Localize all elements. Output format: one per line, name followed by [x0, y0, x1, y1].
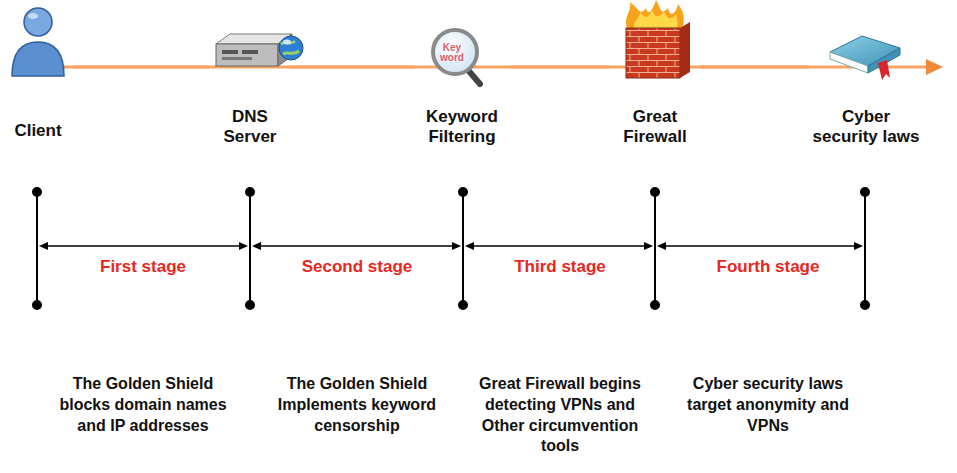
- node-label: Cyber security laws: [809, 107, 923, 148]
- timeline-node: Keyword Filtering: [414, 3, 510, 148]
- timeline-node: Cyber security laws: [809, 3, 923, 148]
- stage-label: Fourth stage: [678, 257, 858, 277]
- timeline-connector: [510, 66, 610, 69]
- node-label: DNS Server: [210, 107, 290, 148]
- icon-text: Key word: [438, 43, 466, 63]
- stage-description: The Golden Shield blocks domain names an…: [48, 374, 238, 436]
- stage-label: Third stage: [475, 257, 645, 277]
- timeline-node: DNS Server: [210, 3, 290, 148]
- span-arrow: [39, 242, 863, 250]
- timeline-connector: [700, 66, 809, 69]
- timeline-node: Client: [3, 3, 73, 141]
- timeline-bar: [40, 59, 943, 75]
- stage-description: The Golden Shield Implements keyword cen…: [272, 374, 442, 436]
- stage-description: Great Firewall begins detecting VPNs and…: [468, 374, 653, 457]
- book-icon: [830, 36, 900, 80]
- magnifier-icon: [433, 30, 480, 84]
- stage-description: Cyber security laws target anonymity and…: [676, 374, 861, 436]
- timeline-connector: [290, 66, 414, 69]
- stage-label: Second stage: [267, 257, 447, 277]
- server-icon: [216, 34, 303, 66]
- timeline-connector: [73, 66, 210, 69]
- stage-bracket: [33, 188, 869, 309]
- timeline-node: Great Firewall: [610, 3, 700, 148]
- node-label: Client: [3, 121, 73, 141]
- firewall-icon: [626, 0, 690, 78]
- stage-label: First stage: [53, 257, 233, 277]
- person-icon: [12, 8, 64, 76]
- node-label: Keyword Filtering: [414, 107, 510, 148]
- node-label: Great Firewall: [610, 107, 700, 148]
